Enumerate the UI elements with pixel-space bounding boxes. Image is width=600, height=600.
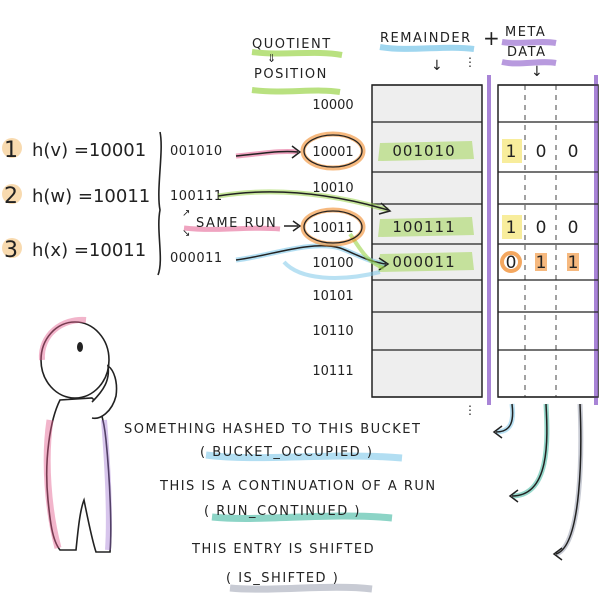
- meta-highlight: [567, 253, 579, 271]
- connector-shifted: [555, 403, 582, 555]
- remainder-arrow-icon: ↓: [431, 58, 443, 74]
- hash-number: 1: [4, 138, 18, 163]
- hash-number: 2: [4, 184, 18, 209]
- meta-bit-occupied: 1: [506, 142, 517, 162]
- hash-bits: 000011: [170, 251, 223, 266]
- meta-highlight: [502, 215, 522, 239]
- quotient-label: 10101: [312, 289, 353, 304]
- hash-equations: 1 h(v) =10001 001010 2 h(w) =10011 10011…: [2, 131, 281, 276]
- header-meta: META DATA ↓: [501, 25, 557, 80]
- circle-10001: [300, 131, 366, 171]
- quotient-down-icon: ⇓: [267, 52, 276, 65]
- hash-number: 3: [4, 238, 18, 263]
- quotient-label: 10111: [312, 364, 353, 379]
- thinking-person-illustration: [38, 316, 118, 553]
- header-remainder-text: REMAINDER: [380, 31, 472, 46]
- row-lines: [372, 84, 598, 398]
- quotient-label: 10110: [312, 324, 353, 339]
- header-quotient-text: QUOTIENT: [252, 37, 332, 52]
- meta-labels: 1 0 0 1 0 0 0 1 1: [506, 142, 579, 273]
- quotient-labels: 10000 10001 10010 10011 10100 10101 1011…: [312, 98, 353, 379]
- arrow-v: [235, 150, 299, 157]
- arrow-w: [217, 191, 389, 211]
- header-meta-text: META: [505, 25, 546, 40]
- meta-bit-shifted: 0: [568, 218, 579, 238]
- remainder-cell: 000011: [392, 253, 455, 271]
- filter-table: 10000 10001 10010 10011 10100 10101 1011…: [312, 55, 599, 417]
- note-shifted-desc: THIS ENTRY IS SHIFTED: [191, 542, 375, 557]
- meta-arrow-icon: ↓: [531, 64, 543, 80]
- quotient-circles: [300, 131, 366, 247]
- note-continued-desc: THIS IS A CONTINUATION OF A RUN: [159, 479, 437, 494]
- remainder-labels: 001010 100111 000011: [392, 142, 455, 271]
- quotient-label: 10001: [312, 145, 353, 160]
- meta-bit-occupied: 0: [506, 253, 517, 273]
- hash-bits: 100111: [170, 189, 223, 204]
- same-run-mark-icon: ↘: [182, 228, 190, 239]
- same-run-underline: [183, 225, 281, 232]
- remainder-cell: 100111: [392, 218, 455, 236]
- row-highlights: [378, 139, 579, 273]
- bottom-ellipsis: ⋮: [464, 403, 476, 417]
- top-ellipsis: ⋮: [464, 55, 476, 69]
- circle-10011: [300, 207, 366, 247]
- connector-occupied: [495, 403, 514, 433]
- remainder-highlight: [378, 217, 474, 237]
- hash-expr: h(w) =10011: [32, 186, 150, 207]
- quotient-label: 10100: [312, 256, 353, 271]
- note-continued-flag: ( RUN_CONTINUED ): [204, 504, 361, 519]
- same-run-mark-icon: ↗: [182, 208, 190, 219]
- note-occupied-desc: SOMETHING HASHED TO THIS BUCKET: [124, 422, 421, 437]
- header-quotient: QUOTIENT ⇓ POSITION: [251, 37, 343, 95]
- remainder-highlight: [378, 252, 474, 272]
- quotient-label: 10000: [312, 98, 353, 113]
- quotient-label: 10010: [312, 181, 353, 196]
- insert-arrows: [217, 145, 392, 280]
- connector-continued: [511, 403, 548, 497]
- meta-highlight: [502, 139, 522, 163]
- same-run-label: SAME RUN: [196, 216, 277, 231]
- hash-expr: h(v) =10001: [32, 140, 146, 161]
- header-plus: +: [483, 26, 500, 50]
- note-shifted-flag: ( IS_SHIFTED ): [226, 571, 339, 586]
- metadata-notes: SOMETHING HASHED TO THIS BUCKET ( BUCKET…: [124, 403, 584, 593]
- hash-bits: 001010: [170, 144, 223, 159]
- meta-highlight: [500, 251, 522, 273]
- meta-bit-continued: 0: [536, 218, 547, 238]
- meta-bit-shifted: 0: [568, 142, 579, 162]
- meta-bit-continued: 0: [536, 142, 547, 162]
- header-remainder: REMAINDER + ↓: [379, 26, 500, 74]
- header-position-text: POSITION: [254, 67, 328, 82]
- remainder-cell: 001010: [392, 142, 455, 160]
- meta-bit-continued: 1: [536, 253, 547, 273]
- meta-column: [497, 84, 599, 398]
- meta-bit-occupied: 1: [506, 218, 517, 238]
- header-data-text: DATA: [507, 45, 547, 60]
- quotient-label: 10011: [312, 221, 353, 236]
- note-occupied-flag: ( BUCKET_OCCUPIED ): [200, 445, 373, 460]
- meta-bit-shifted: 1: [568, 253, 579, 273]
- hash-expr: h(x) =10011: [32, 240, 146, 261]
- remainder-highlight: [378, 141, 474, 161]
- split-brace: [157, 131, 162, 276]
- remainder-column: [371, 84, 483, 398]
- meta-highlight: [535, 253, 547, 271]
